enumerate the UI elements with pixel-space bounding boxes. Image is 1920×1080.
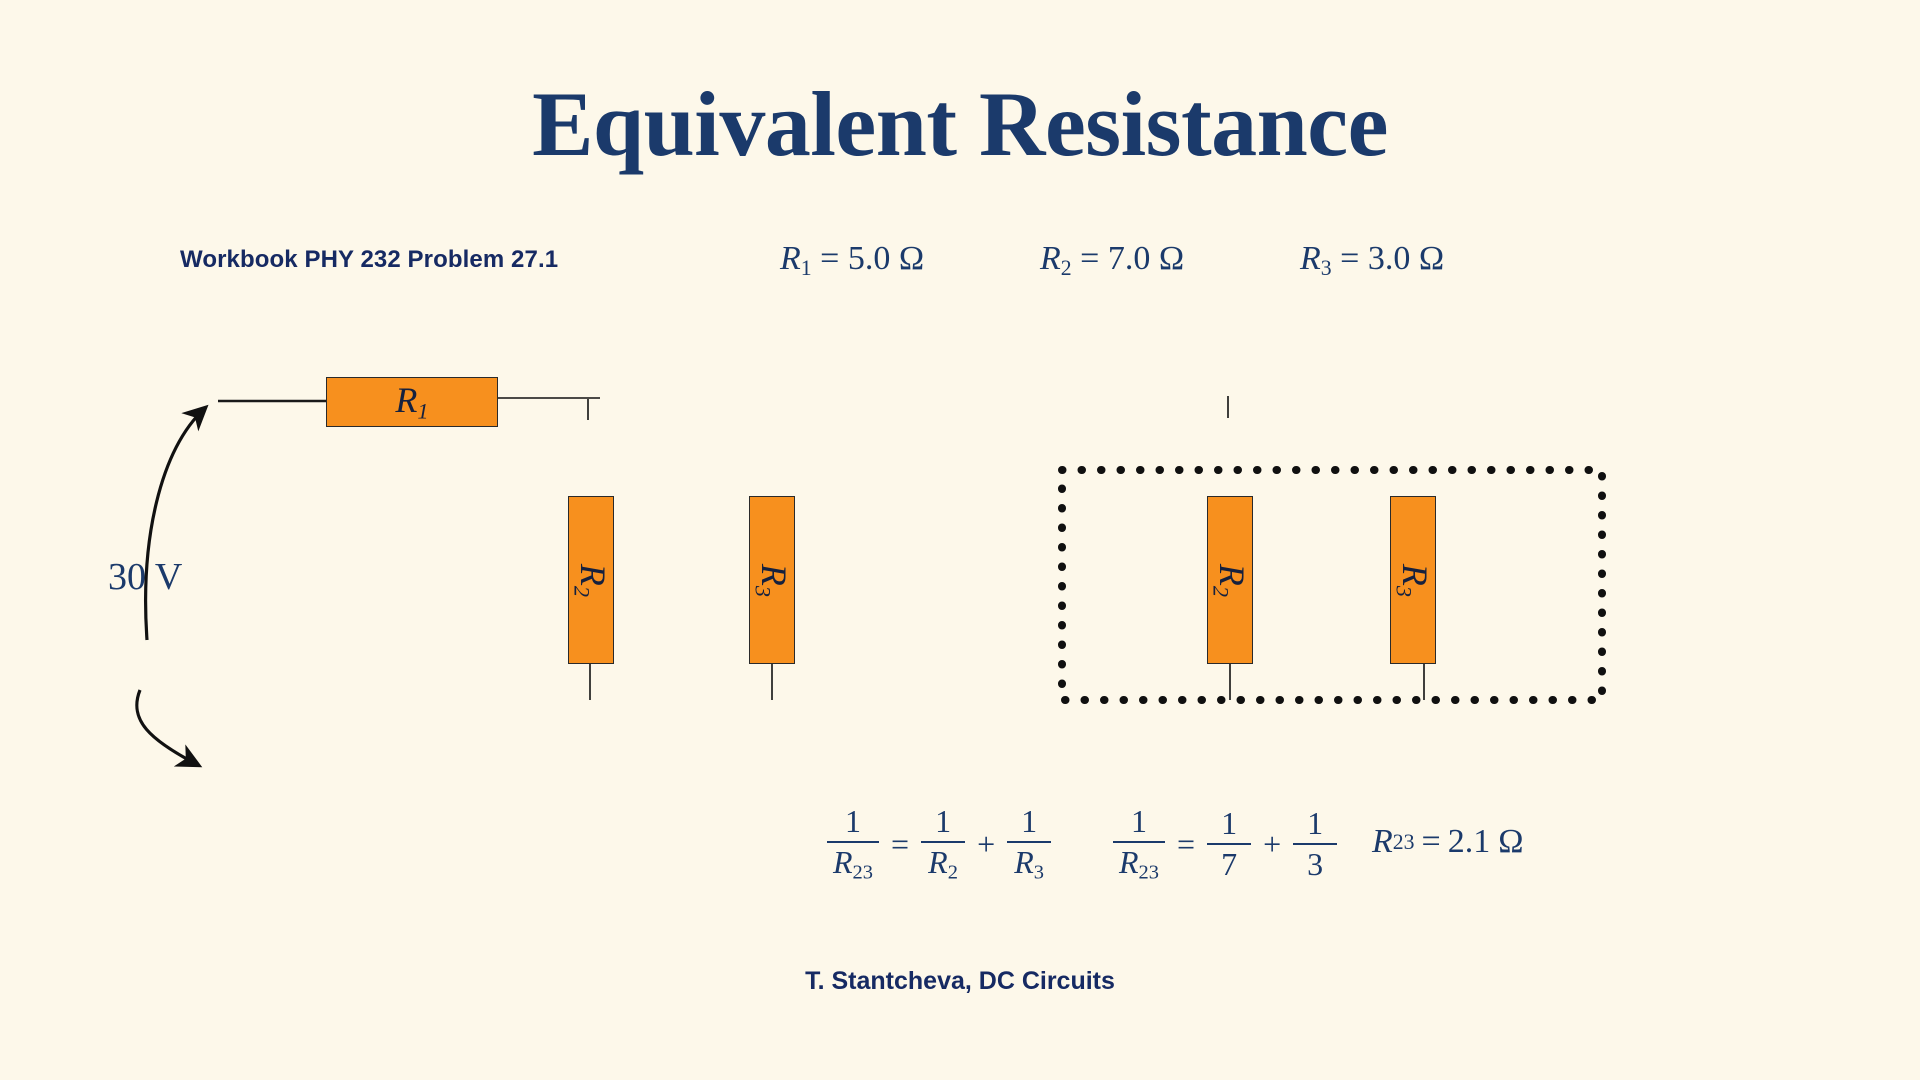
eq2-term2-fraction: 1 3 [1293, 805, 1338, 882]
voltage-arrow-lower [135, 689, 203, 768]
given-r1-symbol: R [780, 240, 801, 277]
given-r1-subscript: 1 [800, 256, 812, 281]
given-r2-unit: Ω [1158, 240, 1185, 277]
eq1-lhs-fraction: 1 R23 [827, 803, 880, 884]
given-r1-unit: Ω [898, 240, 925, 277]
eq1-lhs-numerator: 1 [845, 803, 861, 839]
given-r3-symbol: R [1300, 240, 1321, 277]
eq1-t1-bar [921, 840, 966, 843]
eq2-lhs-denominator: R23 [1119, 843, 1160, 884]
given-r2-symbol: R [1040, 240, 1061, 277]
eq3-unit: Ω [1498, 823, 1524, 860]
given-r2-equals: = [1080, 240, 1100, 277]
voltage-source-label: 30 V [108, 556, 183, 598]
eq1-plus: + [977, 825, 996, 862]
eq1-t2-denominator: R3 [1014, 843, 1044, 884]
equivalent-group-dotted-box [1058, 466, 1606, 704]
eq3-symbol: R [1372, 823, 1393, 860]
given-r2-value: 7.0 [1107, 240, 1151, 277]
eq1-lhs-denominator: R23 [833, 843, 874, 884]
equations-row: 1 R23 = 1 R2 + 1 R3 1 R23 [0, 803, 1920, 915]
resistor-r3-right-box[interactable]: R3 [1390, 496, 1436, 664]
wire-gray-bottom-right [855, 663, 1440, 766]
eq2-plus: + [1263, 825, 1282, 862]
eq1-term1-fraction: 1 R2 [921, 803, 966, 884]
eq2-term1-fraction: 1 7 [1207, 805, 1252, 882]
resistor-r3-right-label: R3 [1391, 563, 1436, 597]
given-value-r1: R1 = 5.0 Ω [780, 240, 924, 281]
resistor-r3-left-box[interactable]: R3 [749, 496, 795, 664]
equation-parallel-symbolic: 1 R23 = 1 R2 + 1 R3 [822, 803, 1056, 884]
eq2-equals: = [1177, 825, 1196, 862]
workbook-problem-label: Workbook PHY 232 Problem 27.1 [180, 246, 559, 273]
equation-parallel-numeric: 1 R23 = 1 7 + 1 3 [1108, 803, 1342, 884]
eq1-t1-numerator: 1 [935, 803, 952, 839]
eq2-t1-numerator: 1 [1221, 805, 1238, 842]
resistor-r2-right-box[interactable]: R2 [1207, 496, 1253, 664]
given-r2-subscript: 2 [1060, 256, 1072, 281]
given-value-r3: R3 = 3.0 Ω [1300, 240, 1444, 281]
resistor-r1-label: R1 [395, 379, 429, 424]
wire-blue-top-right [1138, 391, 1437, 500]
eq1-t2-numerator: 1 [1021, 803, 1038, 839]
given-r1-value: 5.0 [847, 240, 891, 277]
resistor-r2-left-label: R2 [569, 563, 614, 597]
resistor-r2-right-label: R2 [1208, 563, 1253, 597]
eq1-t1-denominator: R2 [928, 843, 958, 884]
given-r3-subscript: 3 [1320, 256, 1332, 281]
eq2-t2-bar [1293, 842, 1338, 845]
page-title: Equivalent Resistance [532, 73, 1388, 175]
eq2-lhs-bar [1113, 840, 1166, 843]
eq2-t2-denominator: 3 [1307, 845, 1324, 882]
eq1-term2-fraction: 1 R3 [1007, 803, 1052, 884]
given-r3-value: 3.0 [1367, 240, 1411, 277]
footer-attribution: T. Stantcheva, DC Circuits [805, 967, 1115, 995]
eq2-t2-numerator: 1 [1307, 805, 1324, 842]
eq3-subscript: 23 [1392, 829, 1415, 854]
voltage-arrow-upper [144, 404, 209, 641]
eq2-lhs-fraction: 1 R23 [1113, 803, 1166, 884]
eq1-t2-bar [1007, 840, 1052, 843]
eq3-value: 2.1 [1447, 823, 1491, 860]
eq2-t1-bar [1207, 842, 1252, 845]
given-r1-equals: = [820, 240, 840, 277]
eq1-equals: = [891, 825, 910, 862]
given-values-row: R1 = 5.0 Ω R2 = 7.0 Ω R3 = 3.0 Ω [770, 240, 1490, 286]
eq2-t1-denominator: 7 [1221, 845, 1238, 882]
wire-blue-top-left [497, 394, 786, 500]
eq3-equals: = [1421, 823, 1441, 860]
given-r3-unit: Ω [1418, 240, 1445, 277]
given-r3-equals: = [1340, 240, 1360, 277]
resistor-r2-left-box[interactable]: R2 [568, 496, 614, 664]
resistor-r1-box[interactable]: R1 [326, 377, 498, 427]
wire-gray-bottom-left [208, 663, 800, 776]
eq2-lhs-numerator: 1 [1131, 803, 1147, 839]
wire-red-source-lead [218, 398, 328, 408]
eq1-lhs-bar [827, 840, 880, 843]
given-value-r2: R2 = 7.0 Ω [1040, 240, 1184, 281]
resistor-r3-left-label: R3 [750, 563, 795, 597]
left-circuit-group [135, 394, 800, 776]
